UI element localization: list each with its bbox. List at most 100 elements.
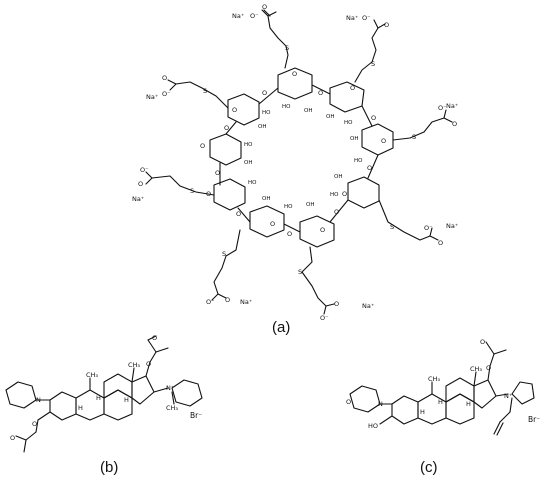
glycosidic-oxygen: O [371,114,376,122]
sodium-ion: Na⁺ [146,93,158,101]
methyl-label: CH₃ [128,361,140,369]
ring-oxygen: O [292,70,297,78]
glycosidic-oxygen: O [287,230,292,238]
glycosidic-oxygen: O [318,89,323,97]
sodium-ion: Na⁺ [346,14,358,22]
carbonyl-oxygen: O [452,120,457,128]
glycosidic-oxygen: O [215,169,220,177]
glycosidic-oxygen: O [224,124,229,132]
hydrogen-label: H [78,404,83,412]
sulfur-atom: S [190,187,194,195]
sugammadex-structure: O O O O O O O O O O O O O O O O O O HO O… [132,3,458,322]
hydroxyl-label: OH [306,202,314,208]
sulfur-atom: S [285,44,289,52]
glycosidic-oxygen: O [334,208,339,216]
morpholine-oxygen: O [346,398,351,406]
caption-c: (c) [420,459,438,476]
caption-a: (a) [272,319,290,336]
glycosidic-oxygen: O [236,210,241,218]
carbonyl-oxygen: O [384,21,389,29]
carbonyl-oxygen: O [152,334,157,342]
hydroxyl-label: HO [262,110,271,116]
carbonyl-oxygen: O [225,296,230,304]
ester-oxygen: O [486,364,491,372]
carbonyl-oxygen: O [262,3,267,11]
sodium-ion: Na⁺ [240,298,252,306]
ring-oxygen: O [350,84,355,92]
methyl-label: CH₃ [86,371,98,379]
glycosidic-oxygen: O [367,164,372,172]
morpholine-nitrogen: N [378,400,383,408]
hydroxyl-label: HO [344,120,353,126]
carboxylate-oxygen: O⁻ [206,298,215,306]
glycosidic-oxygen: O [262,89,267,97]
sulfur-atom: S [222,250,226,258]
sodium-ion: Na⁺ [446,222,458,230]
hydroxyl-label: HO [368,422,378,430]
ring-oxygen: O [381,137,386,145]
quaternary-nitrogen: N⁺ [504,392,512,400]
carboxylate-labels: O O⁻ O O⁻ O O⁻ O O⁻ O O⁻ O O⁻ O O⁻ O O⁻ [138,3,457,322]
rocuronium-structure: O N CH₃ CH₃ O O N⁺ H H H HO Br⁻ [346,338,540,436]
carboxylate-oxygen: O⁻ [140,166,149,174]
carbonyl-oxygen: O [138,180,143,188]
hydroxyl-label: OH [262,196,270,202]
ring-oxygen: O [320,226,325,234]
hydroxyl-label: HO [282,104,291,110]
sulfur-atom: S [390,223,394,231]
hydroxyl-label: OH [244,160,252,166]
n-methyl-label: CH₃ [166,404,178,412]
bromide-ion: Br⁻ [190,411,202,420]
sulfur-labels: S S S S S S S S [190,44,416,276]
carbonyl-oxygen: O [10,434,15,442]
quaternary-nitrogen: N⁺ [166,384,174,392]
hydroxyl-label: HO [248,180,257,186]
carboxylate-oxygen: O⁻ [162,90,171,98]
carboxylate-oxygen: O⁻ [250,12,259,20]
carboxylate-oxygen: O⁻ [320,314,329,322]
vecuronium-structure: N CH₃ CH₃ O O N⁺ CH₃ H H H O O Br⁻ [5,334,203,453]
carbonyl-oxygen: O [480,338,485,346]
sulfur-atom: S [203,87,207,95]
ester-oxygen: O [146,360,151,368]
piperidine-nitrogen: N [36,396,41,404]
hydrogen-label: H [96,394,101,402]
carbonyl-oxygen: O [162,74,167,82]
hydroxyl-label: OH [326,114,334,120]
sodium-labels: Na⁺ Na⁺ Na⁺ Na⁺ Na⁺ Na⁺ Na⁺ Na⁺ [132,12,458,310]
sulfur-atom: S [371,60,375,68]
hydroxyl-label: OH [334,174,342,180]
sodium-ion: Na⁺ [232,12,244,20]
ring-oxygen: O [342,190,347,198]
carboxylate-oxygen: O⁻ [424,224,433,232]
ring-oxygen: O [232,106,237,114]
ring-oxygen: O [270,220,275,228]
hydroxyl-label: OH [304,108,312,114]
hydroxyl-label: HO [354,158,363,164]
hydrogen-label: H [438,398,443,406]
hydrogen-label: H [420,408,425,416]
carboxylate-oxygen: O⁻ [362,14,371,22]
hydroxyl-label: OH [350,136,358,142]
ring-atom-labels: O O O O O O O O O O O O O O O O O O HO O… [200,70,386,238]
hydroxyl-label: OH [258,124,266,130]
methyl-label: CH₃ [428,375,440,383]
carboxylate-oxygen: O⁻ [438,104,447,112]
hydrogen-label: H [124,396,129,404]
ester-oxygen: O [32,420,37,428]
hydroxyl-label: HO [330,192,339,198]
sodium-ion: Na⁺ [446,102,458,110]
thioether-side-chains [145,9,453,315]
sodium-ion: Na⁺ [132,195,144,203]
sodium-ion: Na⁺ [362,302,374,310]
sulfur-atom: S [298,268,302,276]
caption-b: (b) [100,459,118,476]
methyl-label: CH₃ [470,365,482,373]
carbonyl-oxygen: O [438,239,443,247]
ring-oxygen: O [200,142,205,150]
hydroxyl-label: HO [244,142,253,148]
hydrogen-label: H [466,400,471,408]
bromide-ion: Br⁻ [528,415,540,424]
